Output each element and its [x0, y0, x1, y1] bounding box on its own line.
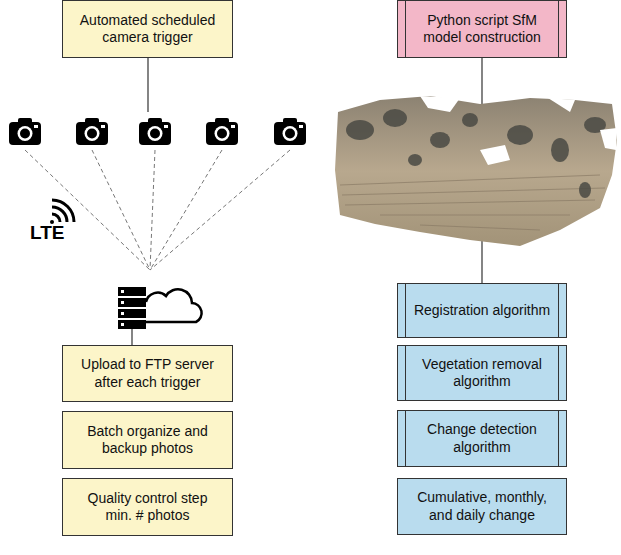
process-box: Cumulative, monthly, and daily change	[397, 478, 567, 535]
box-text: Batch organize and backup photos	[73, 423, 222, 458]
sfm-model-image	[335, 96, 617, 246]
process-box: Quality control step min. # photos	[62, 478, 233, 536]
process-box: Vegetation removal algorithm	[397, 345, 567, 401]
side-bar	[405, 1, 406, 57]
box-text: Quality control step min. # photos	[73, 490, 222, 525]
process-box: Registration algorithm	[397, 283, 567, 338]
process-box: Batch organize and backup photos	[62, 411, 233, 469]
box-text: Cumulative, monthly, and daily change	[408, 489, 556, 524]
wireless-lines	[25, 150, 290, 270]
box-text: Python script SfM model construction	[412, 12, 552, 47]
signal-icon	[50, 200, 74, 224]
side-bar	[558, 1, 559, 57]
process-box: Upload to FTP server after each trigger	[62, 345, 233, 402]
box-text: Change detection algorithm	[412, 421, 552, 456]
process-box: Python script SfM model construction	[397, 0, 567, 58]
side-bar	[558, 284, 559, 337]
camera-icons	[9, 118, 306, 145]
side-bar	[405, 284, 406, 337]
box-text: Registration algorithm	[414, 302, 550, 320]
process-box: Change detection algorithm	[397, 410, 567, 467]
network-label: LTE	[30, 222, 64, 244]
box-text: Automated scheduled camera trigger	[73, 12, 222, 47]
box-text: Vegetation removal algorithm	[412, 356, 552, 391]
process-box: Automated scheduled camera trigger	[62, 0, 233, 58]
side-bar	[558, 411, 559, 466]
side-bar	[405, 411, 406, 466]
box-text: Upload to FTP server after each trigger	[73, 356, 222, 391]
server-cloud-icon	[118, 287, 202, 345]
side-bar	[405, 346, 406, 400]
side-bar	[558, 346, 559, 400]
trigger-line	[147, 58, 148, 112]
